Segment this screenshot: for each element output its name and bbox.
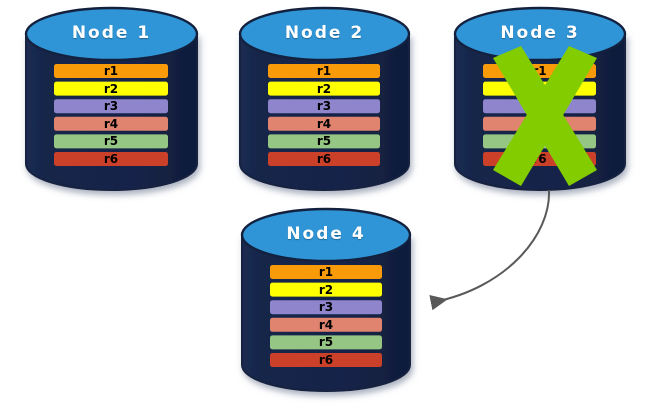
node-4[interactable]: Node 4r1r2r3r4r5r6 [240,207,412,392]
node-2[interactable]: Node 2r1r2r3r4r5r6 [238,6,411,191]
